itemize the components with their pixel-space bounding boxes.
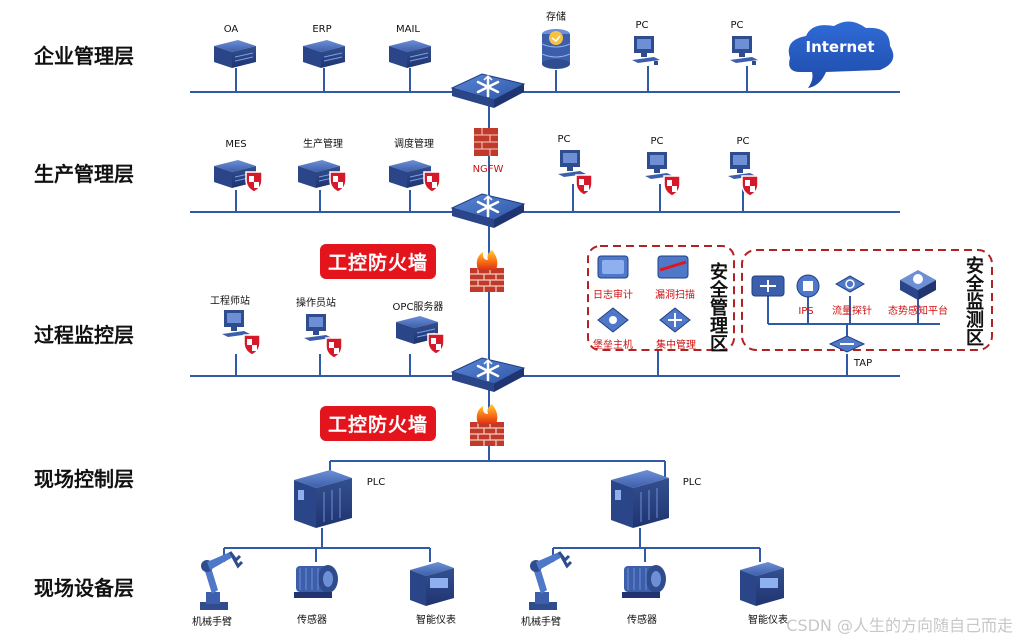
smart-meter-label: 智能仪表	[748, 613, 788, 626]
process-switch-icon	[450, 356, 526, 394]
plc-right-label: PLC	[683, 477, 702, 488]
security-mgmt-zone-title: 安全管理区	[707, 262, 728, 352]
log-audit-icon	[597, 255, 629, 279]
pc-label: PC	[730, 20, 743, 31]
smart-meter-label: 智能仪表	[416, 613, 456, 626]
field-device-layer-label: 现场设备层	[34, 576, 134, 600]
central-mgmt-icon	[659, 307, 691, 333]
shield-icon	[427, 333, 445, 355]
pc-icon	[632, 36, 660, 65]
monitor-switch-icon	[751, 275, 785, 297]
bastion-label: 堡垒主机	[593, 338, 633, 351]
sensor-motor-icon	[293, 564, 339, 599]
security-management-zone	[587, 245, 735, 351]
plc-left-icon	[293, 469, 353, 529]
security-monitor-zone-title: 安全监测区	[963, 256, 984, 346]
robot-arm-label: 机械手臂	[521, 615, 561, 628]
central-mgmt-label: 集中管理	[656, 338, 696, 351]
vuln-scan-label: 漏洞扫描	[655, 288, 695, 301]
industrial-firewall-badge: 工控防火墙	[320, 244, 437, 279]
robot-arm-icon	[527, 550, 573, 612]
ips-label: IPS	[798, 306, 813, 317]
shield-icon	[245, 171, 263, 193]
industrial-firewall-icon	[469, 403, 505, 447]
smart-meter-icon	[410, 562, 454, 606]
shield-icon	[663, 175, 681, 197]
security-monitoring-zone	[741, 249, 993, 351]
robot-arm-icon	[198, 550, 244, 612]
pc-label: PC	[557, 134, 570, 145]
storage-label: 存储	[546, 10, 566, 23]
robot-arm-label: 机械手臂	[192, 615, 232, 628]
field-control-layer-label: 现场控制层	[34, 467, 134, 491]
bastion-host-icon	[597, 307, 629, 333]
shield-icon	[741, 175, 759, 197]
industrial-firewall-icon	[469, 249, 505, 293]
mail-label: MAIL	[396, 24, 420, 35]
sensor-label: 传感器	[297, 613, 327, 626]
shield-icon	[423, 171, 441, 193]
erp-label: ERP	[312, 24, 331, 35]
operator-station-label: 操作员站	[296, 296, 336, 309]
situation-platform-icon	[900, 270, 936, 300]
traffic-probe-label: 流量探针	[832, 304, 872, 317]
plc-right-icon	[610, 469, 670, 529]
oa-label: OA	[224, 24, 239, 35]
production-mgmt-label: 生产管理	[303, 137, 343, 150]
ips-icon	[796, 274, 820, 298]
shield-icon	[575, 174, 593, 196]
internet-cloud-icon	[788, 21, 894, 89]
vuln-scan-icon	[657, 255, 689, 279]
pc-label: PC	[635, 20, 648, 31]
dispatch-label: 调度管理	[394, 137, 434, 150]
pc-label: PC	[650, 136, 663, 147]
ngfw-firewall-icon	[474, 128, 498, 156]
enterprise-layer-label: 企业管理层	[34, 44, 134, 68]
mail-server-icon	[388, 39, 432, 69]
watermark: CSDN @人生的方向随自己而走	[786, 616, 1013, 635]
pc-icon	[730, 36, 758, 65]
shield-icon	[243, 334, 261, 356]
traffic-probe-icon	[834, 275, 866, 293]
shield-icon	[325, 337, 343, 359]
plc-left-label: PLC	[367, 477, 386, 488]
industrial-firewall-badge: 工控防火墙	[320, 406, 437, 441]
smart-meter-icon	[740, 562, 784, 606]
tap-label: TAP	[853, 358, 872, 369]
pc-label: PC	[736, 136, 749, 147]
tap-icon	[828, 335, 866, 353]
mes-label: MES	[225, 139, 246, 150]
process-layer-label: 过程监控层	[34, 323, 134, 347]
storage-icon	[541, 28, 571, 70]
ngfw-label: NGFW	[473, 164, 504, 175]
shield-icon	[329, 171, 347, 193]
situation-platform-label: 态势感知平台	[888, 304, 948, 317]
core-switch-icon	[450, 72, 526, 110]
opc-server-label: OPC服务器	[393, 300, 444, 313]
engineer-station-label: 工程师站	[210, 294, 250, 307]
erp-server-icon	[302, 39, 346, 69]
sensor-motor-icon	[621, 564, 667, 599]
sensor-label: 传感器	[627, 613, 657, 626]
oa-server-icon	[213, 39, 257, 69]
internet-label: Internet	[805, 38, 874, 56]
production-switch-icon	[450, 192, 526, 230]
log-audit-label: 日志审计	[593, 288, 633, 301]
production-layer-label: 生产管理层	[34, 162, 134, 186]
